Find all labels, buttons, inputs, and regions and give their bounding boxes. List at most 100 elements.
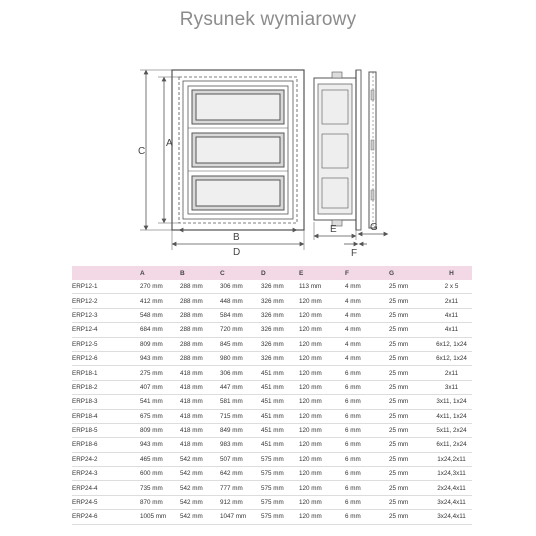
dimension-cell: 120 mm: [299, 509, 345, 525]
label-e: E: [330, 224, 337, 235]
model-name-cell: ERP24-3: [72, 466, 140, 482]
dimension-cell: 418 mm: [180, 409, 220, 424]
dimension-cell: 451 mm: [261, 365, 299, 381]
dimension-cell: 6 mm: [345, 495, 389, 511]
model-name-cell: ERP12-2: [72, 293, 140, 309]
dimension-cell: 715 mm: [220, 409, 261, 424]
model-name-cell: ERP12-1: [72, 280, 140, 295]
dimension-cell: 120 mm: [299, 495, 345, 511]
dimension-cell: 3x11, 1x24: [431, 394, 472, 410]
model-name-cell: ERP18-2: [72, 380, 140, 396]
dimension-cell: 306 mm: [220, 365, 261, 381]
dimension-c-line: [140, 69, 172, 231]
dimension-cell: 326 mm: [261, 293, 299, 309]
column-header: C: [220, 266, 261, 280]
dimension-cell: 1005 mm: [140, 509, 180, 525]
dimension-cell: 120 mm: [299, 293, 345, 309]
model-name-cell: ERP24-6: [72, 509, 140, 525]
dimension-cell: 6 mm: [345, 409, 389, 424]
dimension-cell: 4 mm: [345, 308, 389, 324]
dimension-cell: 451 mm: [261, 423, 299, 439]
column-header: A: [140, 266, 180, 280]
dimension-cell: 870 mm: [140, 495, 180, 511]
dimension-cell: 326 mm: [261, 280, 299, 295]
dimension-cell: 25 mm: [389, 394, 431, 410]
dimension-cell: 3x11: [431, 380, 472, 396]
dimension-cell: 600 mm: [140, 466, 180, 482]
dimension-cell: 288 mm: [180, 337, 220, 352]
dimension-cell: 451 mm: [261, 437, 299, 453]
dimension-cell: 120 mm: [299, 308, 345, 324]
dimension-cell: 575 mm: [261, 452, 299, 468]
dimension-cell: 465 mm: [140, 452, 180, 468]
dimension-cell: 288 mm: [180, 322, 220, 338]
dimension-cell: 4x11: [431, 322, 472, 338]
dimension-cell: 5x11, 2x24: [431, 423, 472, 439]
dimension-cell: 418 mm: [180, 394, 220, 410]
dimension-cell: 451 mm: [261, 394, 299, 410]
dimension-cell: 584 mm: [220, 308, 261, 324]
dimension-cell: 120 mm: [299, 394, 345, 410]
dimension-cell: 943 mm: [140, 351, 180, 367]
dimension-cell: 6x12, 1x24: [431, 351, 472, 367]
column-header: [72, 266, 140, 280]
dimension-cell: 642 mm: [220, 466, 261, 482]
dimension-cell: 25 mm: [389, 351, 431, 367]
dimension-cell: 25 mm: [389, 293, 431, 309]
dimension-cell: 25 mm: [389, 365, 431, 381]
dimension-cell: 447 mm: [220, 380, 261, 396]
dimension-cell: 120 mm: [299, 423, 345, 439]
dimension-cell: 4x11: [431, 308, 472, 324]
dimension-cell: 3x24,4x11: [431, 495, 472, 511]
dimension-cell: 25 mm: [389, 480, 431, 496]
model-name-cell: ERP18-1: [72, 365, 140, 381]
dimension-cell: 120 mm: [299, 337, 345, 352]
dimension-cell: 288 mm: [180, 351, 220, 367]
dimension-cell: 4 mm: [345, 280, 389, 295]
dimension-cell: 1x24,3x11: [431, 466, 472, 482]
model-name-cell: ERP18-3: [72, 394, 140, 410]
dimension-cell: 326 mm: [261, 322, 299, 338]
dimension-cell: 6x11, 2x24: [431, 437, 472, 453]
dimension-cell: 845 mm: [220, 337, 261, 352]
model-name-cell: ERP12-5: [72, 337, 140, 352]
dimension-cell: 120 mm: [299, 409, 345, 424]
column-header: E: [299, 266, 345, 280]
dimension-cell: 120 mm: [299, 452, 345, 468]
label-a: A: [166, 138, 173, 149]
dimension-cell: 912 mm: [220, 495, 261, 511]
dimension-cell: 6x12, 1x24: [431, 337, 472, 352]
model-name-cell: ERP12-3: [72, 308, 140, 324]
dimension-cell: 2 x 5: [431, 280, 472, 295]
dimension-cell: 25 mm: [389, 308, 431, 324]
dimension-cell: 418 mm: [180, 437, 220, 453]
dimension-cell: 113 mm: [299, 280, 345, 295]
dimension-cell: 4x11, 1x24: [431, 409, 472, 424]
dimension-cell: 418 mm: [180, 380, 220, 396]
dimension-cell: 542 mm: [180, 495, 220, 511]
dimension-cell: 120 mm: [299, 351, 345, 367]
dimension-cell: 270 mm: [140, 280, 180, 295]
dimension-cell: 575 mm: [261, 495, 299, 511]
dimension-cell: 120 mm: [299, 365, 345, 381]
dimension-cell: 288 mm: [180, 293, 220, 309]
dimension-cell: 983 mm: [220, 437, 261, 453]
dimension-cell: 542 mm: [180, 480, 220, 496]
dimension-cell: 809 mm: [140, 423, 180, 439]
dimension-cell: 2x24,4x11: [431, 480, 472, 496]
dimension-cell: 541 mm: [140, 394, 180, 410]
dimension-cell: 4 mm: [345, 293, 389, 309]
dimension-cell: 120 mm: [299, 322, 345, 338]
model-name-cell: ERP18-4: [72, 409, 140, 424]
dimension-cell: 542 mm: [180, 452, 220, 468]
column-header: H: [431, 266, 472, 280]
dimension-cell: 418 mm: [180, 365, 220, 381]
